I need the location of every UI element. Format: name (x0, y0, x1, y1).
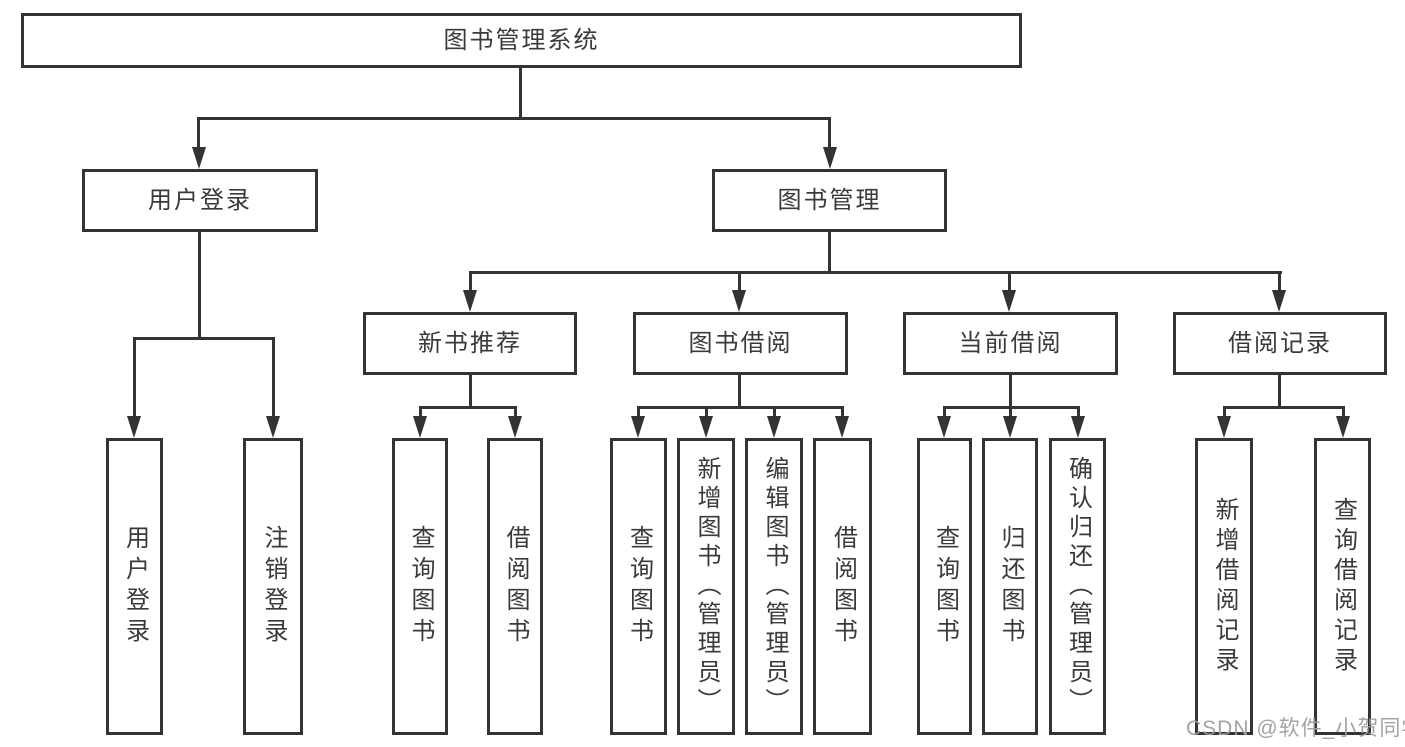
node-current-borrowing-label: 当前借阅 (958, 329, 1063, 357)
leaf-bw-borrow-books: 借阅图书 (813, 438, 872, 735)
connector-rec-leaf1-shaft (1223, 406, 1226, 418)
connector-login-leaf2-shaft (272, 337, 275, 416)
arrowhead-mgmt-child2 (732, 290, 746, 312)
connector-rec-leaf2-shaft (1342, 406, 1345, 418)
leaf-cur-confirm-return-admin-label: 确认归还（管理员） (1064, 456, 1092, 717)
connector-nb-leaf1-shaft (419, 406, 422, 418)
leaf-user-login: 用户登录 (106, 438, 163, 735)
connector-root-to-mgmt-shaft (828, 117, 831, 147)
node-new-book-recommend-label: 新书推荐 (418, 329, 522, 357)
connector-mgmt-child4-shaft (1278, 271, 1281, 290)
node-borrowing-records-label: 借阅记录 (1228, 329, 1332, 357)
leaf-cur-query-books-label: 查询图书 (931, 524, 959, 649)
connector-bw-leaf2-shaft (705, 406, 708, 418)
arrowhead-mgmt-child3 (1002, 290, 1016, 312)
leaf-rec-add-record: 新增借阅记录 (1195, 438, 1253, 735)
connector-mgmt-child1-shaft (469, 271, 472, 290)
connector-login-trunk (198, 230, 201, 337)
node-user-login-branch-label: 用户登录 (148, 186, 252, 214)
node-current-borrowing: 当前借阅 (903, 312, 1118, 375)
connector-nb-bar (419, 406, 517, 409)
leaf-bw-borrow-books-label: 借阅图书 (829, 524, 857, 649)
arrowhead-cur-leaf1 (937, 416, 951, 438)
leaf-cur-confirm-return-admin: 确认归还（管理员） (1049, 438, 1106, 735)
connector-cur-trunk (1009, 373, 1012, 408)
leaf-bw-query-books-label: 查询图书 (625, 524, 653, 649)
csdn-watermark: CSDN @软件_小贺同学 (1186, 717, 1405, 740)
arrowhead-nb-leaf1 (413, 416, 427, 438)
node-book-borrowing-label: 图书借阅 (688, 329, 793, 357)
node-new-book-recommend: 新书推荐 (363, 312, 577, 375)
connector-rec-trunk (1278, 373, 1281, 408)
leaf-bw-add-books-admin-label: 新增图书（管理员） (693, 456, 720, 717)
arrowhead-bw-leaf2 (699, 416, 713, 438)
leaf-user-login-label: 用户登录 (121, 524, 149, 649)
connector-mgmt-child3-shaft (1008, 271, 1011, 290)
connector-login-bar (133, 337, 275, 340)
arrowhead-root-to-login (192, 147, 206, 169)
leaf-bw-edit-books-admin-label: 编辑图书（管理员） (761, 456, 788, 717)
node-borrowing-records: 借阅记录 (1173, 312, 1387, 375)
leaf-cur-return-books-label: 归还图书 (997, 524, 1024, 649)
connector-nb-leaf2-shaft (514, 406, 517, 418)
node-root: 图书管理系统 (21, 13, 1022, 68)
leaf-bw-add-books-admin: 新增图书（管理员） (677, 438, 735, 735)
arrowhead-mgmt-child1 (463, 290, 477, 312)
leaf-cur-query-books: 查询图书 (917, 438, 972, 735)
arrowhead-bw-leaf1 (631, 416, 645, 438)
leaf-logout-label: 注销登录 (260, 524, 287, 649)
node-book-borrowing: 图书借阅 (633, 312, 848, 375)
leaf-rec-query-record: 查询借阅记录 (1314, 438, 1371, 735)
connector-login-leaf1-shaft (133, 337, 136, 416)
connector-bw-bar (637, 406, 844, 409)
arrowhead-login-leaf2 (266, 416, 280, 438)
arrowhead-root-to-mgmt (823, 147, 837, 169)
arrowhead-rec-leaf2 (1336, 416, 1350, 438)
leaf-nb-query-books: 查询图书 (392, 438, 448, 735)
connector-bw-leaf3-shaft (773, 406, 776, 418)
leaf-logout: 注销登录 (243, 438, 303, 735)
connector-mgmt-child2-shaft (738, 271, 741, 290)
arrowhead-cur-leaf2 (1003, 416, 1017, 438)
connector-mgmt-trunk (828, 230, 831, 274)
arrowhead-bw-leaf3 (767, 416, 781, 438)
leaf-rec-add-record-label: 新增借阅记录 (1211, 496, 1238, 677)
node-user-login-branch: 用户登录 (82, 169, 318, 232)
leaf-nb-query-books-label: 查询图书 (407, 524, 434, 649)
leaf-cur-return-books: 归还图书 (982, 438, 1038, 735)
leaf-bw-edit-books-admin: 编辑图书（管理员） (745, 438, 803, 735)
arrowhead-cur-leaf3 (1071, 416, 1085, 438)
connector-root-to-login-shaft (197, 117, 200, 147)
node-book-management-label: 图书管理 (777, 186, 882, 214)
arrowhead-login-leaf1 (127, 416, 141, 438)
arrowhead-bw-leaf4 (835, 416, 849, 438)
arrowhead-rec-leaf1 (1217, 416, 1231, 438)
connector-root-trunk (519, 66, 522, 119)
connector-cur-leaf2-shaft (1009, 406, 1012, 418)
arrowhead-nb-leaf2 (508, 416, 522, 438)
connector-nb-trunk (469, 373, 472, 408)
connector-bw-trunk (738, 373, 741, 408)
node-book-management: 图书管理 (712, 169, 947, 232)
connector-cur-leaf3-shaft (1077, 406, 1080, 418)
leaf-nb-borrow-books-label: 借阅图书 (502, 524, 529, 649)
connector-root-bar (197, 117, 831, 120)
leaf-bw-query-books: 查询图书 (610, 438, 667, 735)
arrowhead-mgmt-child4 (1272, 290, 1286, 312)
connector-rec-bar (1223, 406, 1345, 409)
connector-mgmt-bar (469, 271, 1282, 274)
connector-cur-leaf1-shaft (943, 406, 946, 418)
connector-bw-leaf4-shaft (841, 406, 844, 418)
connector-bw-leaf1-shaft (637, 406, 640, 418)
leaf-rec-query-record-label: 查询借阅记录 (1329, 496, 1357, 677)
node-root-label: 图书管理系统 (443, 26, 600, 54)
leaf-nb-borrow-books: 借阅图书 (487, 438, 543, 735)
